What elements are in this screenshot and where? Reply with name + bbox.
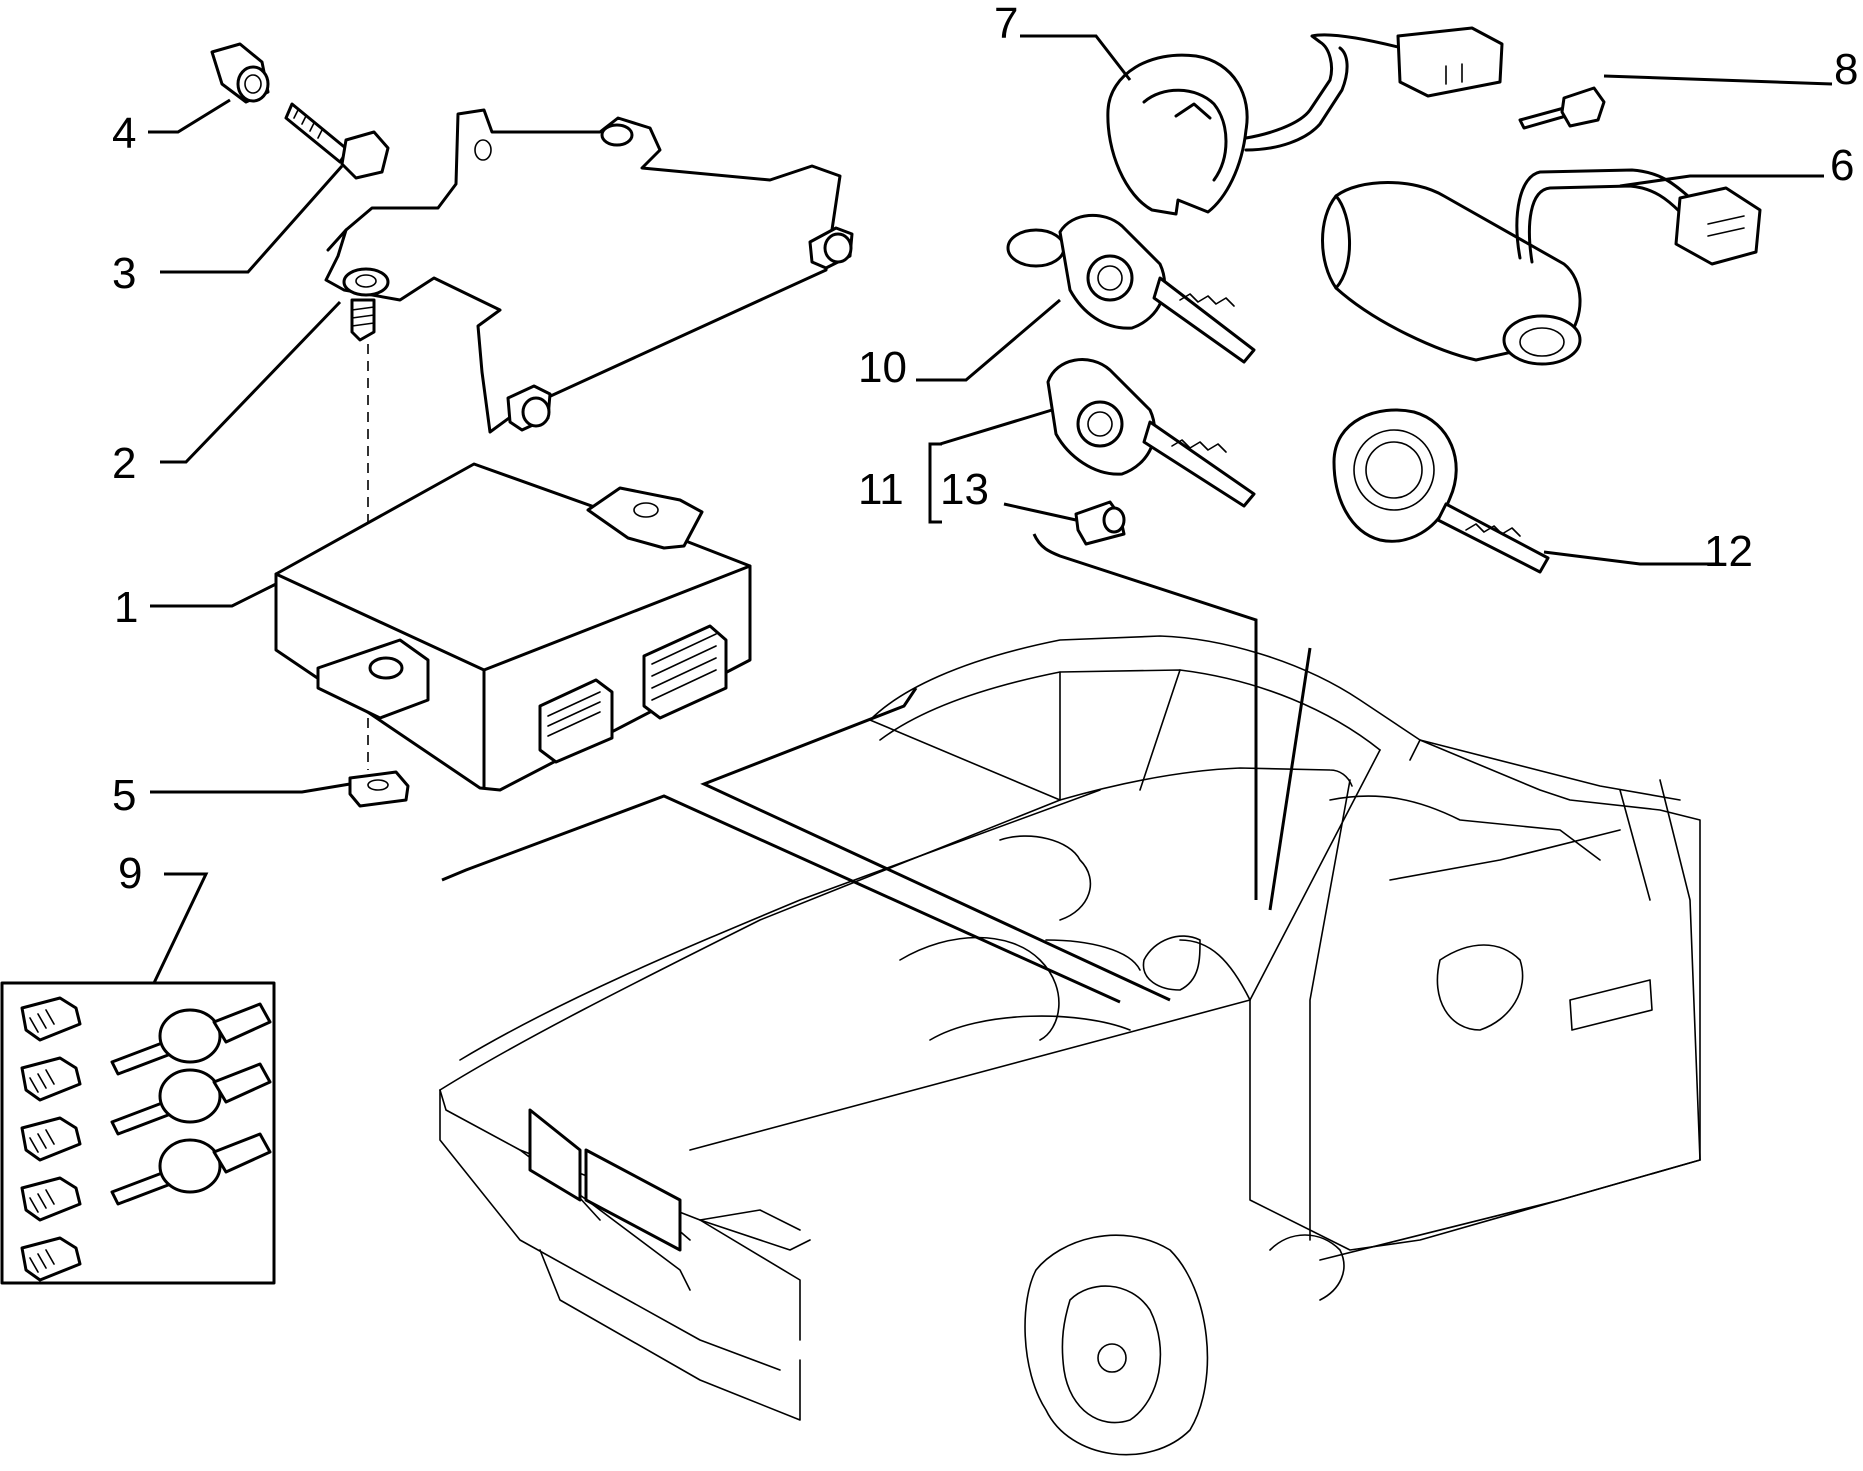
screw-icon <box>1518 86 1606 130</box>
callout-4: 4 <box>112 109 136 158</box>
callout-10: 10 <box>858 343 907 392</box>
leader-3 <box>160 165 344 274</box>
ignition-switch-icon <box>1321 168 1762 366</box>
spare-key-icon <box>110 1002 272 1206</box>
lock-cylinder-icon <box>20 996 82 1282</box>
car-illustration <box>439 635 1701 1456</box>
leader-4 <box>148 98 231 134</box>
location-line-13 <box>1032 533 1258 900</box>
master-key-icon <box>1332 408 1550 574</box>
callout-2: 2 <box>112 439 136 488</box>
leader-11 <box>930 408 1053 446</box>
leader-9 <box>152 872 209 984</box>
callout-13: 13 <box>940 465 989 514</box>
leader-13 <box>1003 502 1077 522</box>
leader-7 <box>1020 34 1132 81</box>
location-line-unit-a <box>700 687 1171 1002</box>
plug-icon <box>210 42 270 104</box>
key-icon <box>1046 358 1256 508</box>
leader-2 <box>160 300 342 464</box>
callout-labels: 4 3 2 1 5 9 7 8 6 10 11 13 12 <box>112 0 1858 898</box>
bolt-icon <box>284 102 390 180</box>
callout-11: 11 <box>858 465 904 514</box>
callout-1: 1 <box>114 583 138 632</box>
leader-1 <box>150 582 277 608</box>
leader-lines <box>148 34 1833 1004</box>
stud-bolt-icon <box>350 298 376 342</box>
callout-3: 3 <box>112 249 136 298</box>
lock-cylinder-key-set-icon <box>0 981 276 1285</box>
callout-6: 6 <box>1830 141 1854 190</box>
callout-9: 9 <box>118 849 142 898</box>
transponder-icon <box>1074 500 1126 546</box>
leader-10 <box>916 298 1061 382</box>
mounting-bracket <box>324 108 854 434</box>
leader-12 <box>1543 550 1720 566</box>
control-unit-icon <box>274 462 752 792</box>
callout-8: 8 <box>1834 45 1858 94</box>
location-line-ignition <box>1268 647 1312 911</box>
leader-6 <box>1619 174 1824 188</box>
callout-5: 5 <box>112 771 136 820</box>
location-line-unit-b <box>441 794 1121 1004</box>
antenna-ring-icon <box>1106 26 1504 216</box>
callout-12: 12 <box>1704 527 1753 576</box>
leader-8 <box>1603 74 1833 86</box>
leader-5 <box>150 782 351 794</box>
nut-icon <box>348 770 410 808</box>
key-icon <box>1006 213 1256 364</box>
callout-7: 7 <box>994 0 1018 48</box>
bracket-11-13 <box>928 442 942 524</box>
